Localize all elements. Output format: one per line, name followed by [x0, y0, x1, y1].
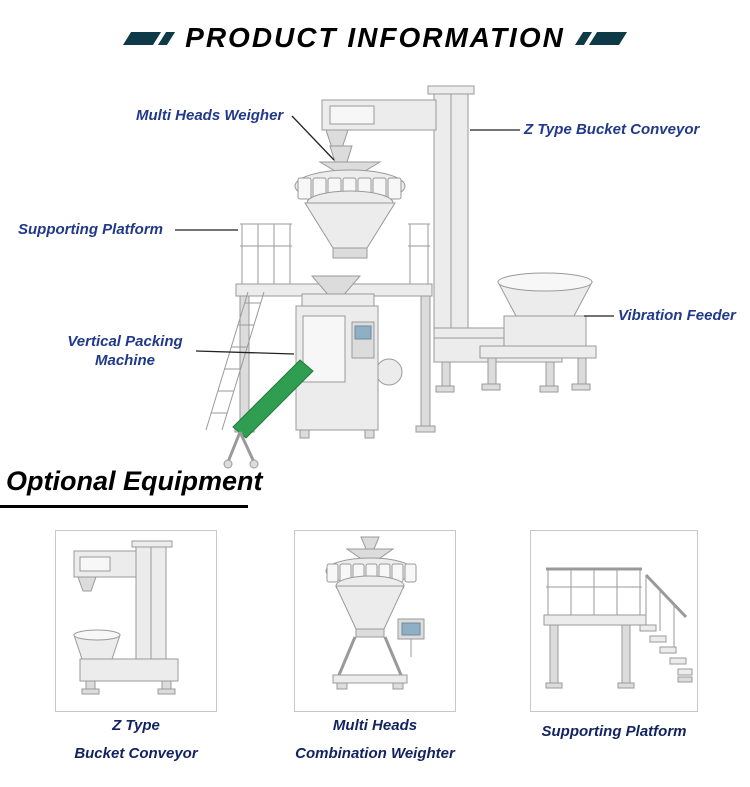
- card-supporting-platform: [530, 530, 698, 712]
- card-multi-heads-combination-weighter: [294, 530, 456, 712]
- supporting-platform-card-illustration: [543, 567, 693, 689]
- optional-equipment-underline: [0, 505, 248, 508]
- vertical-packing-machine-illustration: [295, 275, 403, 439]
- header-bar-left-icon: [123, 31, 176, 45]
- z-type-bucket-conveyor-card-illustration: [73, 540, 179, 695]
- header-bar-right-icon: [574, 31, 627, 45]
- multi-heads-weigher-illustration: [294, 145, 406, 259]
- label-vertical-packing-machine: Vertical Packing Machine: [58, 332, 192, 370]
- page-title: PRODUCT INFORMATION: [185, 22, 565, 53]
- takeaway-conveyor-illustration: [223, 359, 314, 469]
- label-vibration-feeder: Vibration Feeder: [618, 307, 736, 324]
- machine-diagram-illustration: [175, 85, 614, 469]
- machine-diagram: Multi Heads Weigher Z Type Bucket Convey…: [0, 70, 750, 470]
- caption-multi-heads-combination-weighter: Multi Heads Combination Weighter: [255, 712, 495, 768]
- optional-equipment-heading: Optional Equipment: [6, 466, 263, 496]
- caption-line: Z Type: [112, 717, 160, 734]
- caption-line: Combination Weighter: [295, 745, 455, 762]
- caption-line: Supporting Platform: [541, 723, 687, 740]
- label-multi-heads-weigher: Multi Heads Weigher: [136, 107, 284, 124]
- label-line: Machine: [94, 352, 155, 369]
- label-connector-lines: [175, 115, 614, 355]
- bar-segment: [588, 31, 627, 45]
- z-type-bucket-conveyor-illustration: [321, 85, 563, 393]
- bar-segment: [158, 31, 176, 45]
- caption-supporting-platform: Supporting Platform: [494, 718, 734, 746]
- caption-line: Bucket Conveyor: [74, 745, 198, 762]
- bar-segment: [123, 31, 162, 45]
- label-supporting-platform: Supporting Platform: [18, 221, 163, 238]
- caption-z-type-bucket-conveyor: Z Type Bucket Conveyor: [16, 712, 256, 768]
- vibration-feeder-illustration: [479, 272, 597, 391]
- header: PRODUCT INFORMATION: [0, 22, 750, 54]
- label-line: Vertical Packing: [67, 333, 183, 350]
- multi-heads-weigher-card-illustration: [325, 536, 425, 690]
- label-z-type-bucket-conveyor: Z Type Bucket Conveyor: [524, 121, 700, 138]
- caption-line: Multi Heads: [332, 717, 418, 734]
- card-z-type-bucket-conveyor: [55, 530, 217, 712]
